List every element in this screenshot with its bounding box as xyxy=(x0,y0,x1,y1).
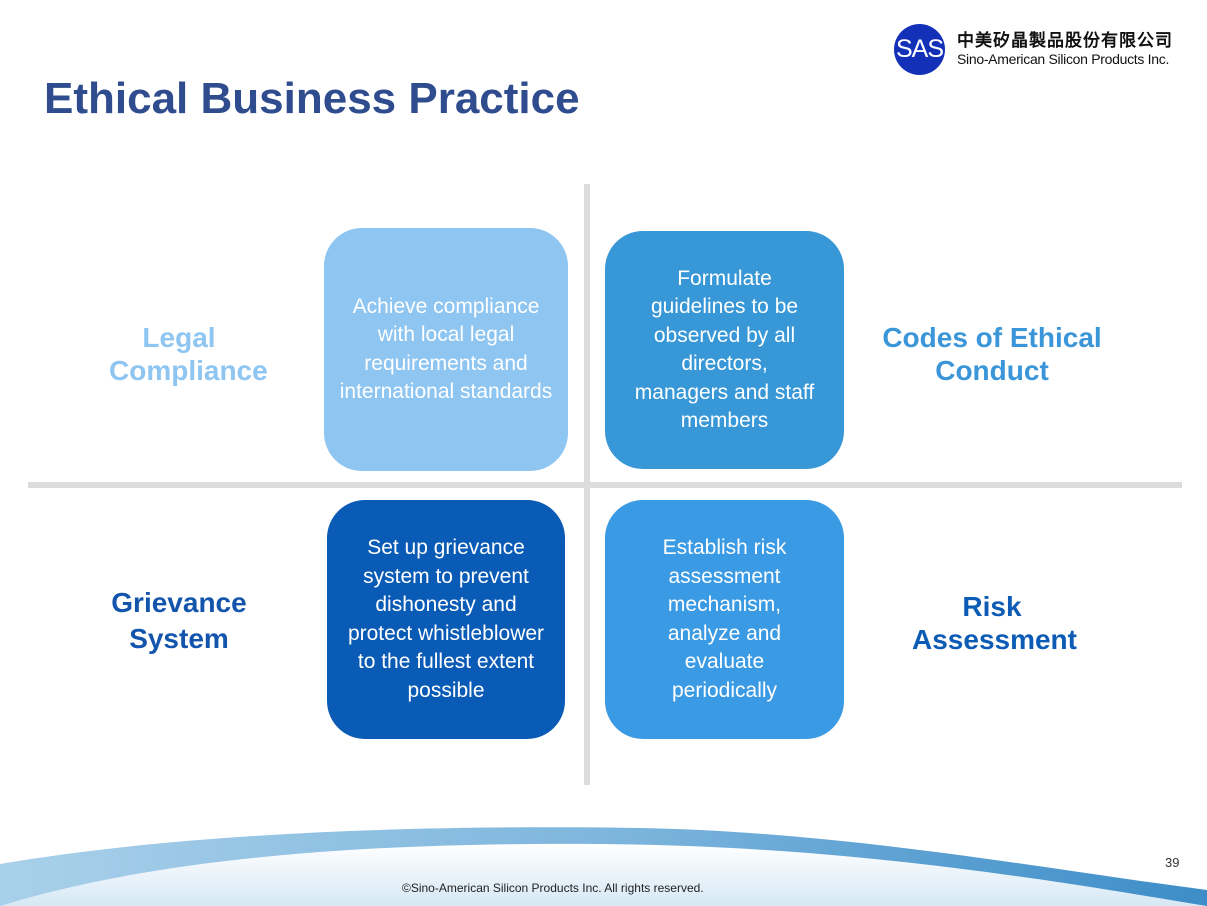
page-title: Ethical Business Practice xyxy=(44,74,580,123)
footer-wave-decoration xyxy=(0,827,1207,906)
horizontal-divider xyxy=(28,482,1182,488)
quadrant-box-risk-assessment: Establish risk assessment mechanism, ana… xyxy=(605,500,844,739)
company-logo: SAS 中美矽晶製品股份有限公司 Sino-American Silicon P… xyxy=(894,24,1173,75)
company-name-chinese: 中美矽晶製品股份有限公司 xyxy=(957,30,1173,50)
copyright-notice: ©Sino-American Silicon Products Inc. All… xyxy=(402,881,704,895)
quadrant-box-grievance-system: Set up grievance system to prevent disho… xyxy=(327,500,565,739)
page-number: 39 xyxy=(1165,855,1180,870)
quadrant-box-legal-compliance: Achieve compliance with local legal requ… xyxy=(324,228,568,471)
quadrant-label-codes-of-ethical-conduct: Codes of Ethical Conduct xyxy=(882,322,1102,386)
company-name-english: Sino-American Silicon Products Inc. xyxy=(957,51,1170,68)
sas-logo-icon: SAS xyxy=(894,24,945,75)
quadrant-label-grievance-system: Grievance System xyxy=(111,587,247,654)
quadrant-label-legal-compliance: Legal Compliance xyxy=(109,322,268,386)
quadrant-box-codes-of-ethical-conduct: Formulate guidelines to be observed by a… xyxy=(605,231,844,469)
quadrant-label-risk-assessment: Risk Assessment xyxy=(912,591,1077,655)
